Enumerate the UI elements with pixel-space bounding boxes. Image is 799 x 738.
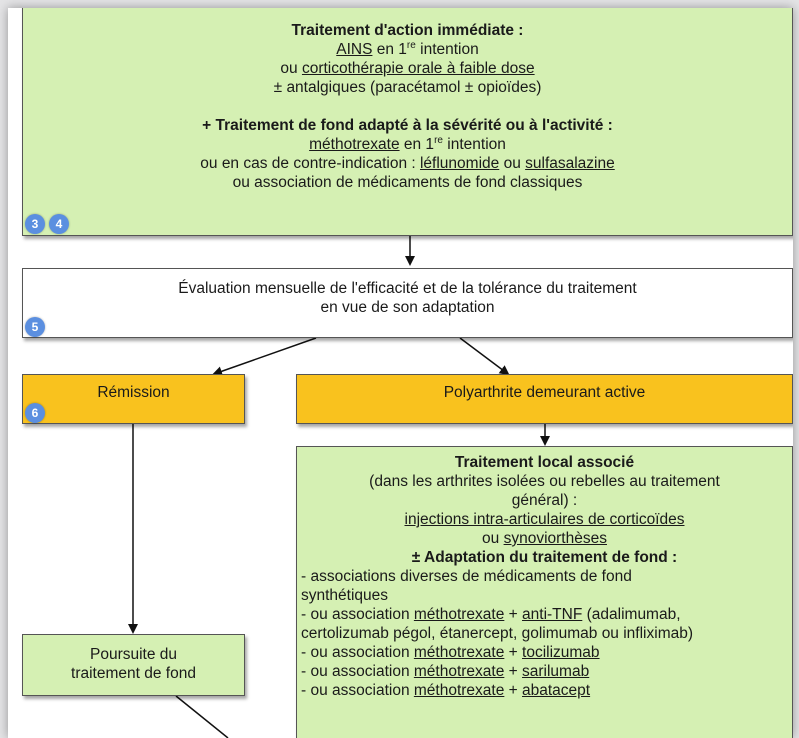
anti-tnf-link[interactable]: anti-TNF xyxy=(522,606,583,623)
arrow-continue-out xyxy=(175,695,229,738)
flowchart-arrows xyxy=(128,236,550,738)
sulfasalazine-link[interactable]: sulfasalazine xyxy=(525,155,615,172)
list-item-pre: - ou association xyxy=(301,606,414,623)
plus-sign: + xyxy=(504,663,523,680)
badge-4[interactable]: 4 xyxy=(49,214,69,234)
abatacept-link[interactable]: abatacept xyxy=(522,682,591,699)
flowchart-page: Traitement d'action immédiate : AINS en … xyxy=(8,8,793,738)
methotrexate-link[interactable]: méthotrexate xyxy=(413,663,505,680)
list-item: - ou association méthotrexate + sariluma… xyxy=(301,662,792,681)
badge-5[interactable]: 5 xyxy=(25,317,45,337)
list-item: - ou association méthotrexate + anti-TNF… xyxy=(301,605,792,624)
list-item-pre: - ou association xyxy=(301,682,414,699)
list-item-cont: certolizumab pégol, étanercept, golimuma… xyxy=(301,625,694,642)
injections-line: injections intra-articulaires de cortico… xyxy=(297,510,792,529)
list-item-pre: - ou association xyxy=(301,663,414,680)
list-item: - ou association méthotrexate + tocilizu… xyxy=(301,643,792,662)
contraindication-pre: ou en cas de contre-indication : xyxy=(200,155,420,172)
corticotherapy-pre: ou xyxy=(280,60,302,77)
adaptation-heading: ± Adaptation du traitement de fond : xyxy=(411,549,678,566)
analgesics-line: ± antalgiques (paracétamol ± opioïdes) xyxy=(273,79,542,96)
list-item-post: (adalimumab, xyxy=(582,606,681,623)
nsaid-sup: re xyxy=(406,40,416,51)
local-line-1: (dans les arthrites isolées ou rebelles … xyxy=(369,473,720,490)
immediate-treatment-heading: Traitement d'action immédiate : xyxy=(291,22,524,39)
monthly-evaluation-box: Évaluation mensuelle de l'efficacité et … xyxy=(22,268,793,338)
methotrexate-sup: re xyxy=(434,135,443,146)
continue-line-2: traitement de fond xyxy=(71,665,196,682)
contraindication-mid: ou xyxy=(499,155,526,172)
synoviorthesis-pre: ou xyxy=(482,530,504,547)
nsaid-end: intention xyxy=(415,41,479,58)
methotrexate-link[interactable]: méthotrexate xyxy=(413,606,505,623)
methotrexate-link[interactable]: méthotrexate xyxy=(413,682,505,699)
list-item: - ou association méthotrexate + abatacep… xyxy=(301,681,792,700)
corticotherapy-link[interactable]: corticothérapie orale à faible dose xyxy=(301,60,535,77)
nsaid-link[interactable]: AINS xyxy=(336,41,373,58)
contraindication-line: ou en cas de contre-indication : léfluno… xyxy=(23,154,792,173)
methotrexate-end: intention xyxy=(442,136,506,153)
plus-sign: + xyxy=(504,644,523,661)
remission-label: Rémission xyxy=(97,384,170,401)
immediate-treatment-box: Traitement d'action immédiate : AINS en … xyxy=(22,8,793,236)
badge-3[interactable]: 3 xyxy=(25,214,45,234)
active-polyarthritis-box: Polyarthrite demeurant active xyxy=(296,374,793,424)
local-treatment-box: Traitement local associé (dans les arthr… xyxy=(296,446,793,738)
adaptation-list: - associations diverses de médicaments d… xyxy=(297,567,792,700)
tocilizumab-link[interactable]: tocilizumab xyxy=(522,644,600,661)
arrow-eval-to-active xyxy=(459,337,510,376)
badge-6[interactable]: 6 xyxy=(25,403,45,423)
continue-treatment-box: Poursuite du traitement de fond xyxy=(22,634,245,696)
evaluation-line-1: Évaluation mensuelle de l'efficacité et … xyxy=(178,280,637,297)
active-polyarthritis-label: Polyarthrite demeurant active xyxy=(443,384,646,401)
nsaid-line: AINS en 1re intention xyxy=(23,40,792,59)
leflunomide-link[interactable]: léflunomide xyxy=(419,155,500,172)
plus-sign: + xyxy=(504,606,523,623)
background-treatment-heading: + Traitement de fond adapté à la sévérit… xyxy=(202,117,613,134)
synoviorthesis-link[interactable]: synoviorthèses xyxy=(503,530,607,547)
sarilumab-link[interactable]: sarilumab xyxy=(522,663,590,680)
nsaid-text: en 1 xyxy=(372,41,407,58)
methotrexate-link[interactable]: méthotrexate xyxy=(413,644,505,661)
corticotherapy-line: ou corticothérapie orale à faible dose xyxy=(23,59,792,78)
methotrexate-link[interactable]: méthotrexate xyxy=(309,136,400,153)
methotrexate-line: méthotrexate en 1re intention xyxy=(23,135,792,154)
methotrexate-text: en 1 xyxy=(399,136,435,153)
list-item-cont: synthétiques xyxy=(301,587,389,604)
local-line-2: général) : xyxy=(511,492,578,509)
evaluation-line-2: en vue de son adaptation xyxy=(320,299,495,316)
list-item-pre: - ou association xyxy=(301,644,414,661)
continue-line-1: Poursuite du xyxy=(89,646,178,663)
local-treatment-heading: Traitement local associé xyxy=(454,454,635,471)
plus-sign: + xyxy=(504,682,523,699)
list-item: - associations diverses de médicaments d… xyxy=(301,568,632,585)
injections-link[interactable]: injections intra-articulaires de cortico… xyxy=(404,511,685,528)
remission-box: Rémission 6 xyxy=(22,374,245,424)
arrow-eval-to-remission xyxy=(212,337,317,377)
synoviorthesis-line: ou synoviorthèses xyxy=(297,529,792,548)
classic-association-line: ou association de médicaments de fond cl… xyxy=(232,174,583,191)
